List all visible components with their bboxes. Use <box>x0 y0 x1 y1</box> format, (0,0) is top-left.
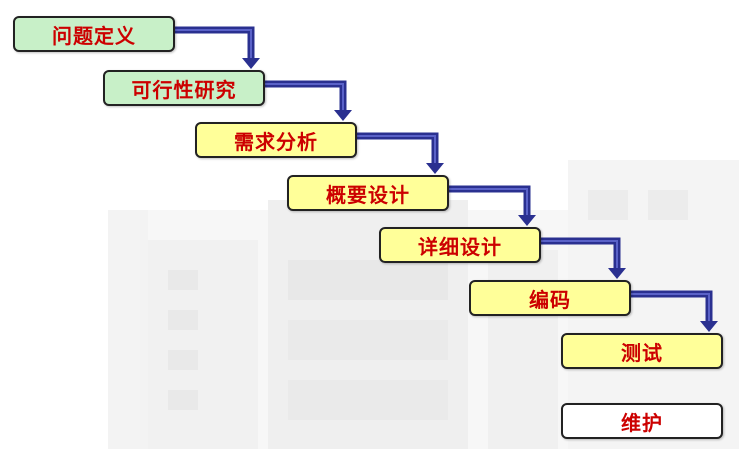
flow-arrow <box>265 80 352 121</box>
arrow-head <box>242 58 260 69</box>
stage-problem-definition: 问题定义 <box>13 16 175 52</box>
arrow-head <box>334 110 352 121</box>
stage-feasibility-study: 可行性研究 <box>103 70 265 106</box>
arrow-shaft-highlight <box>265 83 344 110</box>
arrow-shaft-highlight <box>175 29 252 58</box>
arrow-shaft <box>175 26 255 58</box>
stage-high-level-design: 概要设计 <box>287 175 449 211</box>
arrow-shaft <box>265 80 347 110</box>
stage-maintenance: 维护 <box>561 403 723 439</box>
flow-arrow <box>175 26 260 69</box>
stage-coding: 编码 <box>469 280 631 316</box>
stage-testing: 测试 <box>561 333 723 369</box>
stage-detailed-design: 详细设计 <box>379 227 541 263</box>
stage-requirements-analysis: 需求分析 <box>195 122 357 158</box>
